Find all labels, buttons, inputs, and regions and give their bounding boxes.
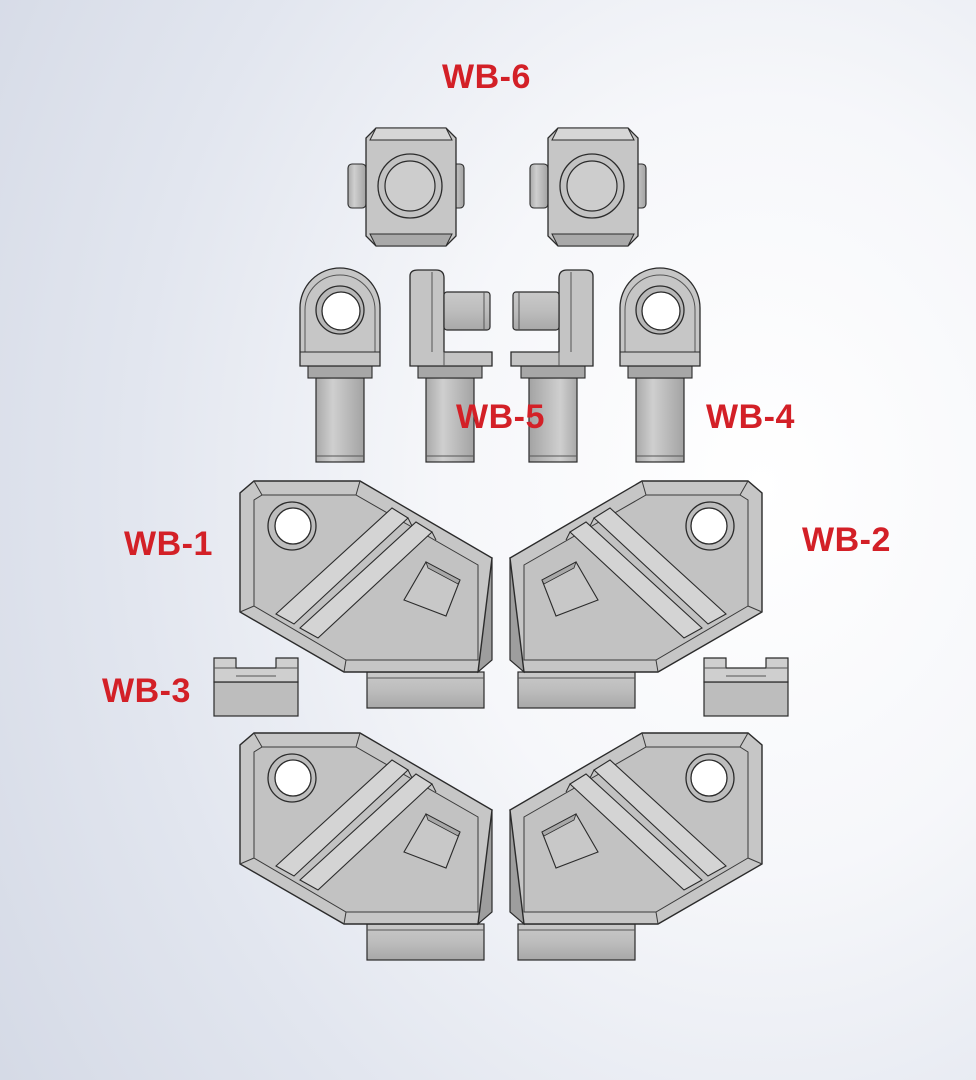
label-wb6: WB-6 bbox=[442, 58, 531, 96]
lower-shoulder-block-right bbox=[509, 732, 763, 961]
wb3-clip-right bbox=[703, 657, 789, 717]
label-wb3: WB-3 bbox=[102, 672, 191, 710]
wb6-ball-joint-right bbox=[529, 127, 647, 247]
wb4-eyelet-hinge bbox=[619, 267, 701, 463]
label-wb2: WB-2 bbox=[802, 521, 891, 559]
wb6-ball-joint-left bbox=[347, 127, 465, 247]
label-wb4: WB-4 bbox=[706, 398, 795, 436]
lower-shoulder-block-left bbox=[239, 732, 493, 961]
wb5-eyelet-hinge-left bbox=[299, 267, 381, 463]
label-wb5: WB-5 bbox=[456, 398, 545, 436]
wb3-clip-left bbox=[213, 657, 299, 717]
label-wb1: WB-1 bbox=[124, 525, 213, 563]
